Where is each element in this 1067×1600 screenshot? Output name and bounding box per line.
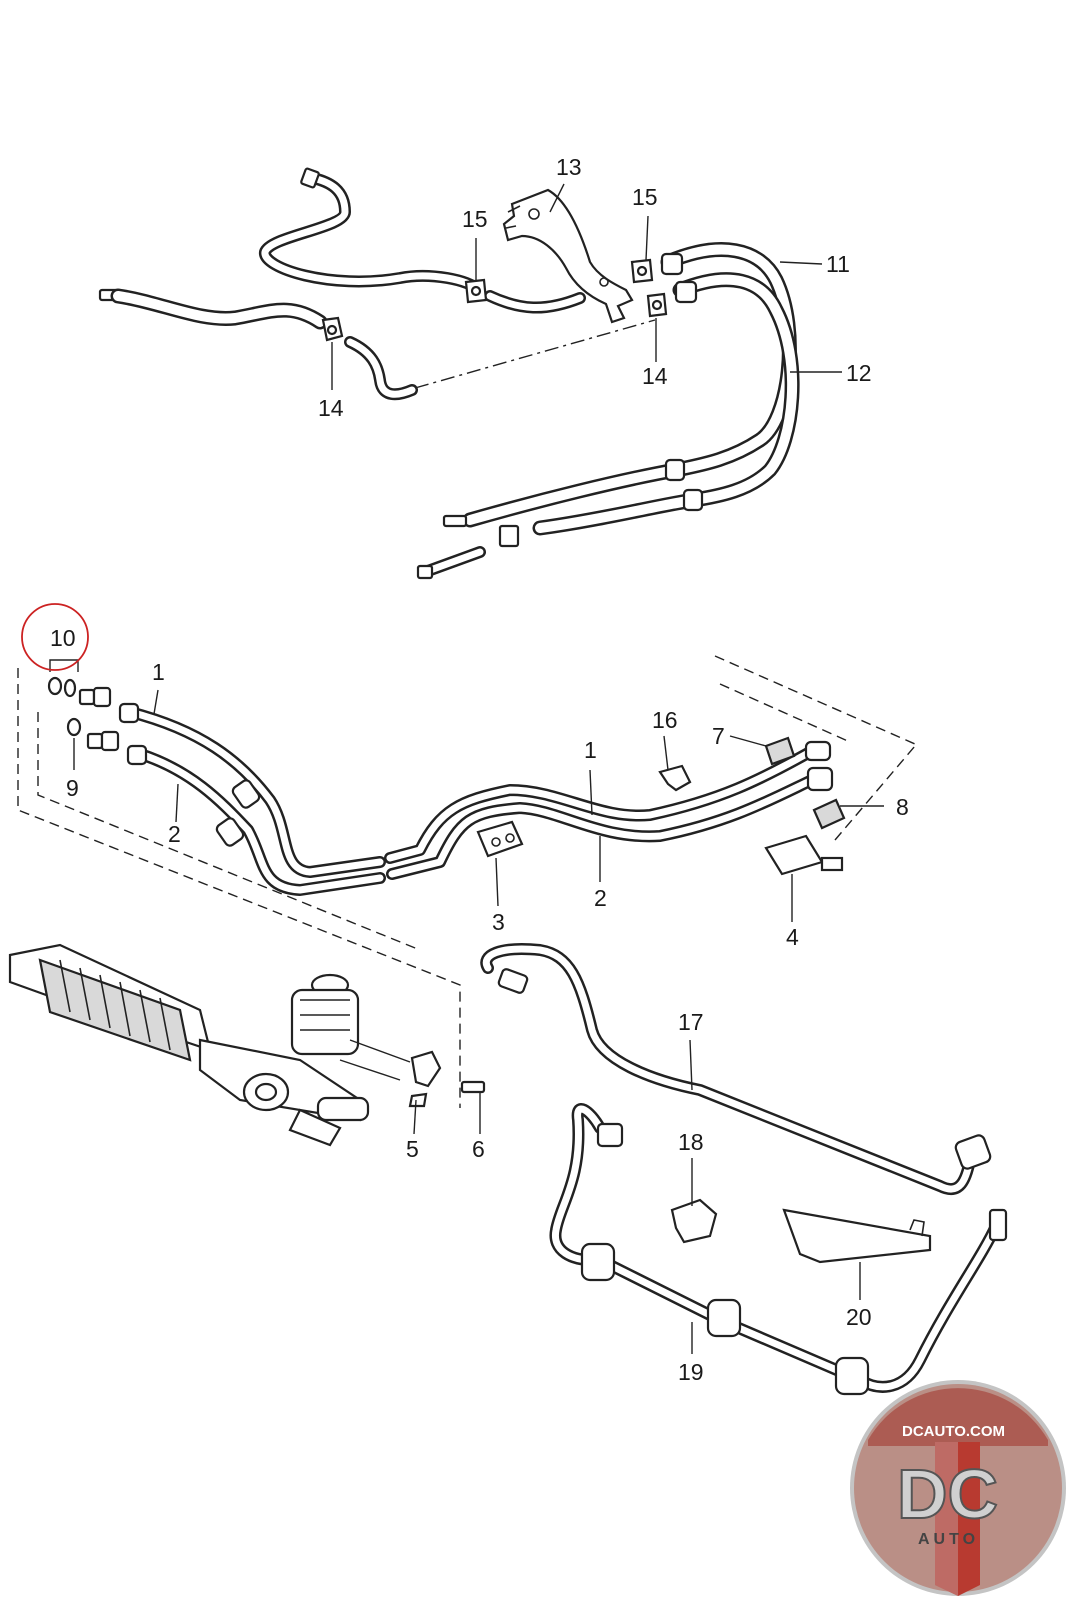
callout-2b: 2 [594,885,607,911]
callout-15b: 15 [632,184,658,210]
leader-lines [49,183,884,1354]
return-lines [480,943,1008,1396]
steering-rack [8,943,411,1147]
callout-1a: 1 [152,659,165,685]
callout-6: 6 [472,1136,485,1162]
dcauto-logo: DCAUTO.COM DC AUTO [850,1380,1066,1596]
logo-auto: AUTO [918,1531,979,1548]
callout-20: 20 [846,1304,872,1330]
callout-17: 17 [678,1009,704,1035]
callout-10: 10 [50,625,76,651]
logo-url: DCAUTO.COM [902,1423,1005,1440]
callout-15a: 15 [462,206,488,232]
callout-18: 18 [678,1129,704,1155]
callout-labels: 13 15 15 11 12 14 14 10 1 16 7 1 9 8 2 2… [50,154,909,1385]
callout-5: 5 [406,1136,419,1162]
callout-9: 9 [66,775,79,801]
highlight-circle [21,603,89,671]
upper-cooler-lines [98,167,800,580]
callout-1b: 1 [584,737,597,763]
callout-2a: 2 [168,821,181,847]
callout-14b: 14 [642,363,668,389]
callout-12: 12 [846,360,872,386]
callout-11: 11 [826,251,850,277]
rack-fittings [408,1050,486,1108]
pressure-lines [17,655,916,1108]
callout-16: 16 [652,707,678,733]
callout-13: 13 [556,154,582,180]
callout-7: 7 [712,723,725,749]
callout-14a: 14 [318,395,344,421]
callout-3: 3 [492,909,505,935]
logo-dc: DC [897,1455,998,1533]
callout-19: 19 [678,1359,704,1385]
callout-4: 4 [786,924,799,950]
callout-8: 8 [896,794,909,820]
